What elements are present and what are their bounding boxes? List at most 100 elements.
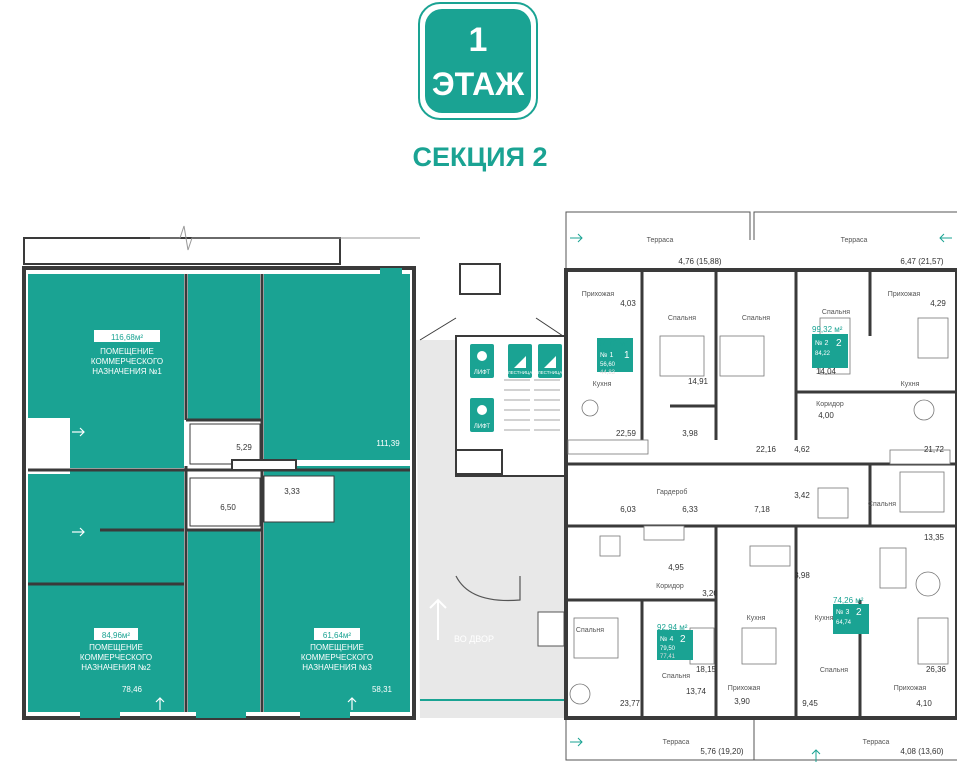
bedroom-4-word: Спальня — [868, 501, 896, 508]
kitchen-1-word: Кухня — [593, 381, 612, 388]
hall-1-word: Прихожая — [582, 291, 615, 298]
storage-5-value: 4,95 — [668, 563, 684, 572]
corridor-2-value: 3,20 — [702, 589, 718, 598]
service-room-b — [263, 475, 335, 523]
bedroom-7-word: Спальня — [820, 667, 848, 674]
vent-shaft — [459, 263, 501, 295]
bedroom-6-value: 9,45 — [802, 699, 818, 708]
bedroom-5-value: 13,74 — [686, 687, 707, 696]
section-title: СЕКЦИЯ 2 — [412, 142, 548, 172]
terrace-4-value: 4,08 (13,60) — [900, 747, 943, 756]
terrace-3-word: Терраса — [663, 739, 690, 746]
break-line — [150, 225, 420, 251]
bedroom-2-value: 14,04 — [816, 367, 837, 376]
floor-badge: 1 ЭТАЖ — [418, 2, 538, 120]
terrace-2-value: 6,47 (21,57) — [900, 257, 943, 266]
kitchen-5-value: 26,36 — [926, 665, 947, 674]
hall-2-value: 4,29 — [930, 299, 946, 308]
commercial-labels: 116,68м² ПОМЕЩЕНИЕ КОММЕРЧЕСКОГО НАЗНАЧЕ… — [80, 333, 400, 694]
storage-4-value: 3,98 — [794, 571, 810, 580]
unit-2-area-b — [188, 530, 260, 712]
unit-2-room-value: 78,46 — [122, 685, 143, 694]
unit-2-title-3: НАЗНАЧЕНИЯ №2 — [81, 663, 151, 672]
corridor-2-word: Коридор — [656, 583, 684, 590]
unit-2-area-box — [94, 628, 138, 640]
unit-3-area-text: 61,64м² — [323, 631, 352, 640]
unit-3-title-2: КОММЕРЧЕСКОГО — [301, 653, 373, 662]
terrace-1-value: 4,76 (15,88) — [678, 257, 721, 266]
room-word-labels: Терраса Терраса Терраса Терраса Прихожая… — [576, 237, 926, 746]
kitchen-2-word: Кухня — [901, 381, 920, 388]
apartment-badge-labels: 67,72 м² № 1 1 56,60 44,83 99,32 м² № 2 … — [597, 325, 864, 660]
floor-badge-inner: 1 ЭТАЖ — [425, 9, 531, 113]
storage-2-value: 4,62 — [794, 445, 810, 454]
apt-4-sub: 79,50 — [660, 646, 676, 652]
unit-1-area-text: 116,68м² — [111, 333, 143, 342]
unit-1-area — [28, 274, 184, 468]
bedroom-3-value: 13,35 — [924, 533, 945, 542]
stair-steps — [504, 379, 560, 431]
core-block — [416, 263, 567, 718]
stairs-sign-1 — [508, 344, 532, 378]
wardrobe-1-value: 6,03 — [620, 505, 636, 514]
apt-3-area: 74,26 м² — [833, 596, 864, 605]
bedroom-1-word: Спальня — [668, 315, 696, 322]
corridor-1-word: Коридор — [816, 401, 844, 408]
terrace-4-word: Терраса — [863, 739, 890, 746]
apt-2-sub: 84,22 — [815, 351, 831, 357]
stairs-label-1: ЛЕСТНИЦА — [508, 370, 533, 375]
unit-2-title-2: КОММЕРЧЕСКОГО — [80, 653, 152, 662]
apt-3-num: № 3 — [836, 609, 849, 616]
wardrobe-2-value: 6,33 — [682, 505, 698, 514]
bedroom-1-value: 14,91 — [688, 377, 709, 386]
service-room-b-value: 3,33 — [284, 487, 300, 496]
apt-4-area: 92,94 м² — [657, 623, 688, 632]
apt-4-badge — [657, 630, 693, 660]
apt-2-num: № 2 — [815, 340, 828, 347]
bedroom-3-word: Спальня — [822, 309, 850, 316]
stairs-label-2: ЛЕСТНИЦА — [538, 370, 563, 375]
wardrobe-3-value: 7,18 — [754, 505, 770, 514]
kitchen-2-value: 22,16 — [756, 445, 777, 454]
unit-3-room-value: 58,31 — [372, 685, 393, 694]
bedroom-5-word: Спальня — [576, 627, 604, 634]
apt-4-sub2: 77,41 — [660, 654, 676, 660]
apt-1-rooms: 1 — [624, 350, 630, 361]
storage-3-value: 3,42 — [794, 491, 810, 500]
kitchen-1-value: 22,59 — [616, 429, 637, 438]
apt-1-sub2: 44,83 — [600, 370, 616, 376]
unit-1-title-2: КОММЕРЧЕСКОГО — [91, 357, 163, 366]
commercial-walls — [28, 274, 410, 712]
unit-1-title-1: ПОМЕЩЕНИЕ — [100, 347, 154, 356]
unit-2-title-1: ПОМЕЩЕНИЕ — [89, 643, 143, 652]
kitchen-3-value: 21,72 — [924, 445, 945, 454]
apt-1-num: № 1 — [600, 352, 613, 359]
unit-1-area-b — [188, 274, 260, 420]
unit-1-area-c — [264, 274, 410, 460]
service-room-a — [189, 423, 261, 465]
floor-word: ЭТАЖ — [431, 66, 525, 102]
apt-4-rooms: 2 — [680, 634, 686, 645]
apt-1-area: 67,72 м² — [597, 339, 628, 348]
commercial-block — [22, 225, 420, 720]
apt-3-sub: 64,74 — [836, 620, 852, 626]
terrace-2-word: Терраса — [841, 237, 868, 244]
corridor-1-value: 4,00 — [818, 411, 834, 420]
bedroom-2-word: Спальня — [742, 315, 770, 322]
apt-4-num: № 4 — [660, 636, 673, 643]
yard-label: ВО ДВОР — [454, 634, 494, 644]
unit-1-title-3: НАЗНАЧЕНИЯ №1 — [92, 367, 162, 376]
service-labels: 5,29 3,33 6,50 — [220, 443, 300, 512]
window-strips — [80, 268, 402, 718]
roof-outline — [23, 237, 341, 265]
core-labels: ЛИФТ ЛИФТ ЛЕСТНИЦА ЛЕСТНИЦА ВО ДВОР — [454, 370, 562, 644]
unit-3-area-box — [314, 628, 360, 640]
hall-2-word: Прихожая — [888, 291, 921, 298]
yard-arrow — [429, 598, 447, 640]
hall-3-word: Прихожая — [728, 685, 761, 692]
hall-4-value: 4,10 — [916, 699, 932, 708]
apartments-block — [564, 211, 957, 762]
room-value-labels: 4,76 (15,88) 6,47 (21,57) 5,76 (19,20) 4… — [616, 257, 947, 756]
apt-2-rooms: 2 — [836, 338, 842, 349]
